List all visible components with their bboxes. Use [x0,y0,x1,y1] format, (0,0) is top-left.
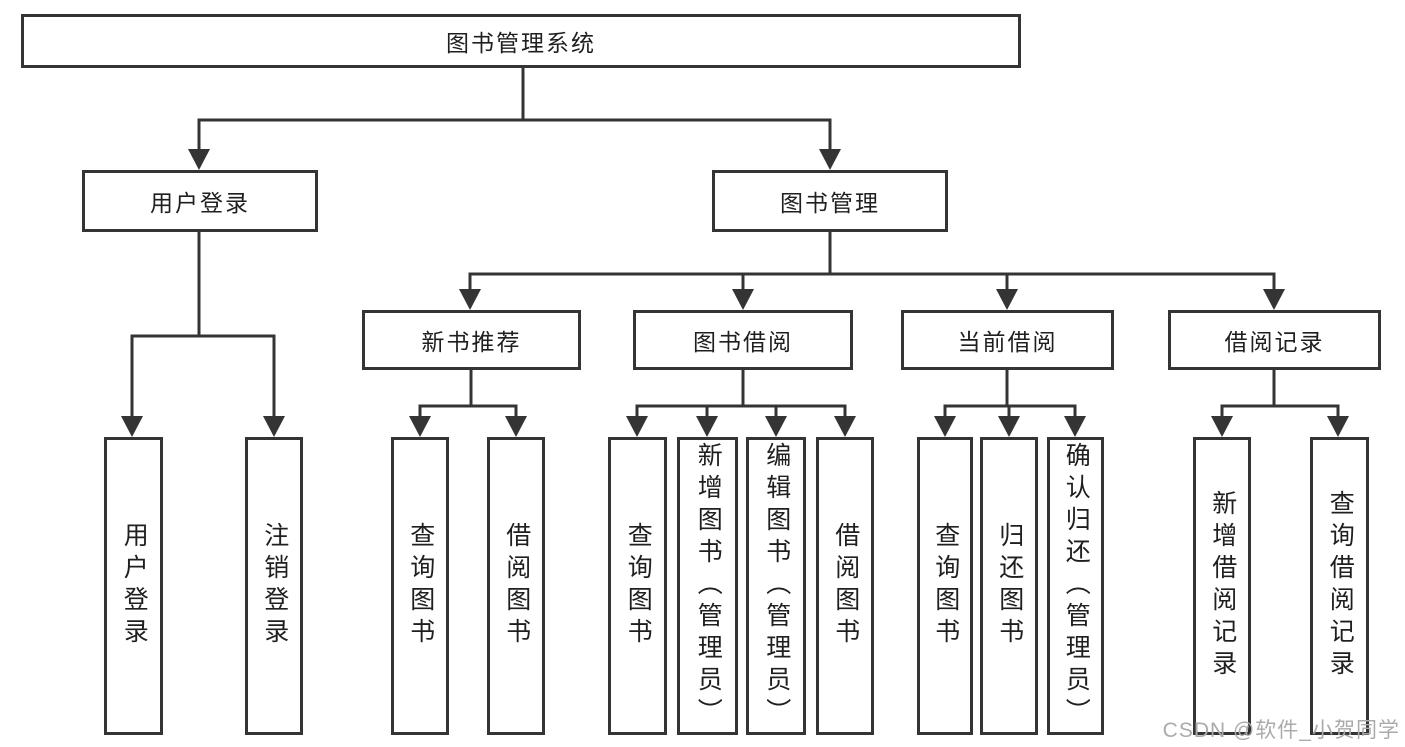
leaf-query-book-current: 查询图书 [917,437,973,735]
node-borrow-record: 借阅记录 [1168,310,1381,370]
arrowheads [121,149,1349,437]
arrowhead [1263,289,1285,310]
arrowhead [1211,416,1233,437]
arrowhead [732,289,754,310]
leaf-query-book-borrow: 查询图书 [608,437,667,735]
node-user-login: 用户登录 [82,170,318,232]
node-label: 图书管理系统 [446,30,596,56]
arrowhead [934,416,956,437]
node-label: 查询借阅记录 [1326,490,1355,682]
node-label: 归还图书 [995,522,1024,650]
node-label: 查询图书 [406,522,435,650]
arrowhead [1327,416,1349,437]
leaf-query-book-recommend: 查询图书 [391,437,449,735]
node-label: 查询图书 [931,522,960,650]
node-label: 新增借阅记录 [1208,490,1237,682]
node-label: 确认归还（管理员） [1062,442,1091,730]
leaf-borrow-book-recommend: 借阅图书 [487,437,545,735]
node-label: 查询图书 [624,522,653,650]
node-book-borrow: 图书借阅 [633,310,853,370]
node-current-borrow: 当前借阅 [901,310,1114,370]
leaf-borrow-book: 借阅图书 [816,437,874,735]
arrowhead [505,416,527,437]
arrowhead [409,416,431,437]
leaf-return-book: 归还图书 [980,437,1038,735]
leaf-add-book-admin: 新增图书（管理员） [677,437,738,735]
arrowhead [819,149,841,170]
arrowhead [765,416,787,437]
arrowhead [459,289,481,310]
arrowhead [121,416,143,437]
leaf-edit-book-admin: 编辑图书（管理员） [746,437,806,735]
arrowhead [188,149,210,170]
node-label: 借阅记录 [1224,329,1325,355]
leaf-user-login: 用户登录 [104,437,163,735]
leaf-logout: 注销登录 [245,437,303,735]
leaf-query-borrow-record: 查询借阅记录 [1310,437,1369,735]
node-label: 新书推荐 [421,329,522,355]
arrowhead [696,416,718,437]
arrowhead [834,416,856,437]
node-label: 借阅图书 [831,522,860,650]
node-new-book-recommend: 新书推荐 [362,310,581,370]
node-label: 注销登录 [260,522,289,650]
node-label: 编辑图书（管理员） [762,442,791,730]
leaf-confirm-return-admin: 确认归还（管理员） [1047,437,1104,735]
node-label: 用户登录 [120,522,149,650]
node-label: 当前借阅 [957,329,1058,355]
arrowhead [263,416,285,437]
leaf-add-borrow-record: 新增借阅记录 [1193,437,1251,735]
node-root-library-system: 图书管理系统 [21,14,1021,68]
node-label: 图书借阅 [693,329,793,355]
node-book-management: 图书管理 [712,170,948,232]
node-label: 新增图书（管理员） [694,442,723,730]
arrowhead [996,289,1018,310]
node-label: 借阅图书 [502,522,531,650]
node-label: 用户登录 [150,190,250,216]
watermark: CSDN @软件_小贺同学 [1162,719,1400,742]
arrowhead [1064,416,1086,437]
arrowhead [626,416,648,437]
arrowhead [998,416,1020,437]
node-label: 图书管理 [780,190,880,216]
